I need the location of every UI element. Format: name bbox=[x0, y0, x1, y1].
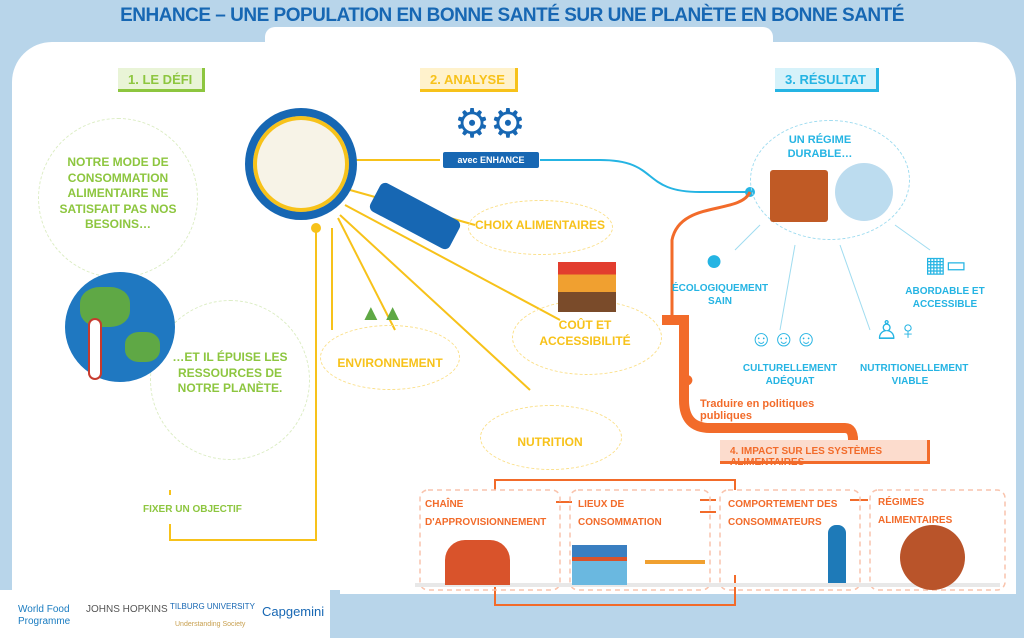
sustainable-diet-label: UN RÉGIME DURABLE… bbox=[787, 134, 853, 161]
globe-icon bbox=[65, 272, 175, 382]
page-title: ENHANCE – UNE POPULATION EN BONNE SANTÉ … bbox=[120, 5, 904, 26]
challenge-text-1: NOTRE MODE DE CONSOMMATION ALIMENTAIRE N… bbox=[59, 155, 177, 232]
consumption-places-label: LIEUX DE CONSOMMATION bbox=[578, 499, 662, 528]
magnifier-icon bbox=[245, 108, 357, 220]
supply-chain-label: CHAÎNE D'APPROVISIONNEMENT bbox=[425, 499, 547, 528]
people-icon: ☺☺☺ bbox=[750, 326, 818, 351]
food-choice-label: CHOIX ALIMENTAIRES bbox=[475, 218, 606, 232]
table-icon bbox=[645, 560, 705, 585]
consumer-behavior-label: COMPORTEMENT DES CONSOMMATEURS bbox=[728, 499, 838, 528]
affordable-label: ABORDABLE ET ACCESSIBLE bbox=[905, 286, 985, 310]
diets-label: RÉGIMES ALIMENTAIRES bbox=[878, 497, 953, 526]
tilburg-logo: TILBURG UNIVERSITY bbox=[170, 602, 255, 611]
nutrition-label: NUTRITION bbox=[517, 435, 583, 449]
set-objective-label: FIXER UN OBJECTIF bbox=[135, 495, 265, 524]
eco-tree-icon: ● bbox=[705, 244, 724, 277]
food-plate-icon bbox=[900, 525, 965, 590]
nutrition-viable-label: NUTRITIONELLEMENT VIABLE bbox=[860, 363, 969, 387]
footer bbox=[0, 590, 340, 638]
capgemini-logo: Capgemini bbox=[262, 604, 325, 619]
shop-icon bbox=[572, 545, 627, 585]
step-2-label: 2. ANALYSE bbox=[420, 68, 518, 92]
challenge-text-2: …ET IL ÉPUISE LES RESSOURCES DE NOTRE PL… bbox=[172, 350, 288, 396]
basket-icon bbox=[770, 170, 828, 222]
environment-label: ENVIRONNEMENT bbox=[337, 356, 443, 370]
farm-icon bbox=[445, 540, 510, 585]
enhance-badge: avec ENHANCE bbox=[443, 152, 539, 168]
tree-icon: ▲▲ bbox=[360, 300, 404, 325]
shopper-icon bbox=[828, 525, 846, 583]
fish-plate-icon bbox=[835, 163, 893, 221]
policy-label: Traduire en politiques publiques bbox=[700, 398, 815, 422]
step-3-label: 3. RÉSULTAT bbox=[775, 68, 879, 92]
thermometer-icon bbox=[88, 318, 102, 380]
eco-label: ÉCOLOGIQUEMENT SAIN bbox=[671, 283, 769, 307]
mother-child-icon: ♙♀ bbox=[875, 315, 918, 345]
jhu-logo: JOHNS HOPKINS bbox=[86, 604, 168, 615]
tilburg-subtitle: Understanding Society bbox=[175, 621, 246, 628]
cultural-label: CULTURELLEMENT ADÉQUAT bbox=[742, 363, 838, 387]
wfp-logo: World Food Programme bbox=[18, 604, 71, 627]
step-4-label: 4. IMPACT SUR LES SYSTÈMES ALIMENTAIRES bbox=[720, 440, 930, 468]
step-1-label: 1. LE DÉFI bbox=[118, 68, 206, 92]
market-stall-icon bbox=[558, 262, 616, 312]
cost-access-label: COÛT ET ACCESSIBILITÉ bbox=[539, 318, 631, 348]
gears-icon: ⚙⚙ bbox=[454, 102, 526, 146]
stall-money-icon: ▦▭ bbox=[925, 252, 967, 277]
laptop-person-icon: ● bbox=[680, 366, 695, 393]
